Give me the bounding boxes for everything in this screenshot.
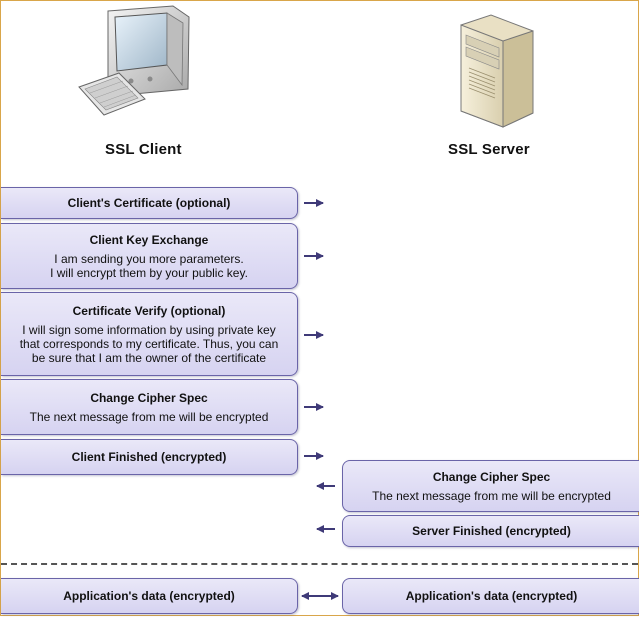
server-finished-message: Server Finished (encrypted): [342, 515, 639, 547]
client-label: SSL Client: [105, 141, 182, 158]
server-tower-icon: [449, 13, 539, 129]
client-application-data-message: Application's data (encrypted): [1, 578, 298, 614]
server-label: SSL Server: [448, 141, 530, 158]
server-change-cipher-spec-message: Change Cipher Spec The next message from…: [342, 460, 639, 512]
client-key-exchange-message: Client Key Exchange I am sending you mor…: [1, 223, 298, 289]
client-certificate-message: Client's Certificate (optional): [1, 187, 298, 219]
message-title: Client Key Exchange: [89, 232, 209, 247]
message-title: Change Cipher Spec: [90, 390, 208, 405]
message-line: The next message from me will be encrypt…: [372, 488, 611, 503]
message-body: The next message from me will be encrypt…: [372, 489, 611, 503]
client-change-cipher-spec-message: Change Cipher Spec The next message from…: [1, 379, 298, 435]
message-title: Change Cipher Spec: [432, 469, 551, 484]
message-title: Client Finished (encrypted): [71, 450, 227, 464]
message-title: Certificate Verify (optional): [72, 303, 226, 318]
phase-divider: [1, 563, 638, 565]
message-line: be sure that I am the owner of the certi…: [31, 350, 267, 365]
message-line: that corresponds to my certificate. Thus…: [19, 336, 279, 351]
client-finished-message: Client Finished (encrypted): [1, 439, 298, 475]
desktop-computer-icon: [71, 3, 201, 121]
message-body: The next message from me will be encrypt…: [30, 410, 269, 424]
message-body: I will sign some information by using pr…: [20, 323, 279, 365]
message-title: Application's data (encrypted): [405, 589, 578, 603]
message-title: Server Finished (encrypted): [412, 524, 571, 538]
message-line: I will encrypt them by your public key.: [50, 265, 248, 280]
server-application-data-message: Application's data (encrypted): [342, 578, 639, 614]
message-line: The next message from me will be encrypt…: [29, 409, 269, 424]
message-line: I am sending you more parameters.: [54, 251, 244, 266]
message-title: Application's data (encrypted): [63, 589, 235, 603]
certificate-verify-message: Certificate Verify (optional) I will sig…: [1, 292, 298, 376]
message-body: I am sending you more parameters. I will…: [50, 252, 248, 280]
message-line: I will sign some information by using pr…: [22, 322, 276, 337]
message-title: Client's Certificate (optional): [67, 196, 231, 210]
